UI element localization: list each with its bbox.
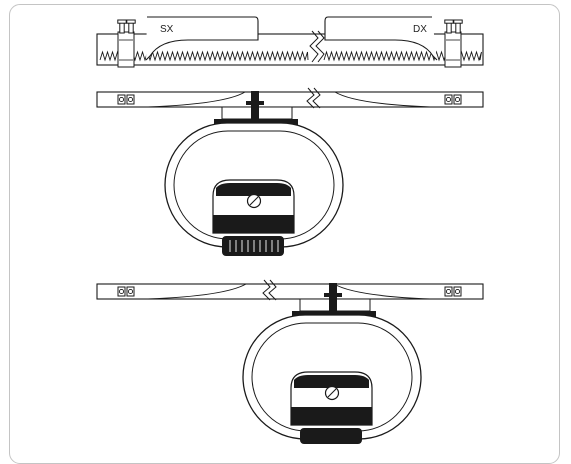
motor-assembly-center xyxy=(96,87,484,256)
drive-shaft-lower xyxy=(329,283,337,317)
right-end-plate xyxy=(324,16,438,61)
gate-bar-lower xyxy=(96,283,484,300)
label-sx: SX xyxy=(160,24,174,35)
left-end-plate xyxy=(145,16,259,61)
label-dx: DX xyxy=(413,24,427,35)
right-screws xyxy=(444,19,463,68)
motor-assembly-offset xyxy=(96,279,484,444)
break-symbol xyxy=(309,30,319,63)
gate-rack-installation-diagram: SX DX xyxy=(96,16,484,444)
release-knob xyxy=(222,236,284,256)
release-knob-lower xyxy=(300,428,362,444)
drive-shaft xyxy=(251,91,259,125)
left-screws xyxy=(117,19,136,68)
rack-top-view: SX DX xyxy=(96,16,484,68)
gate-bar xyxy=(96,91,484,108)
